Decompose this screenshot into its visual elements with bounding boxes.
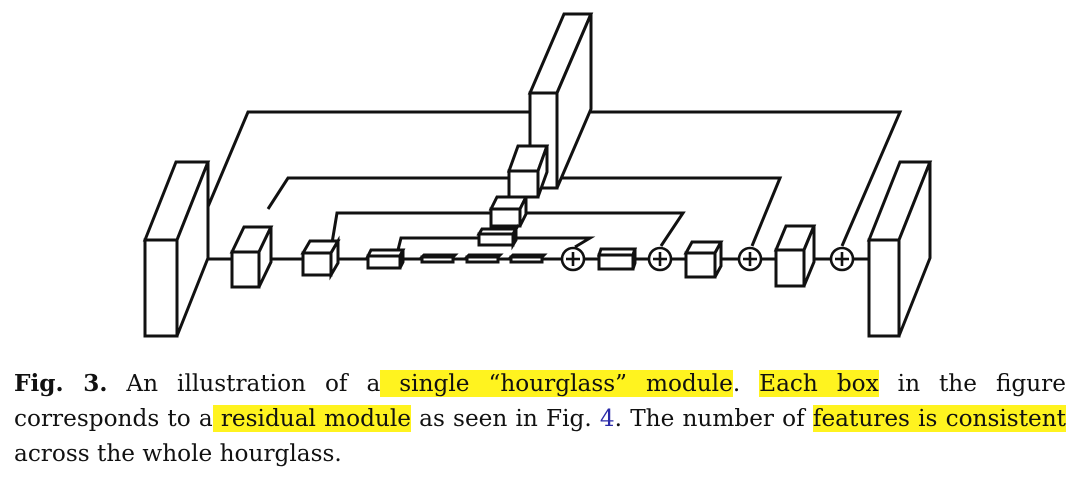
residual-box-right-3 [683, 240, 724, 279]
residual-box-outer-left [142, 160, 211, 338]
residual-box-right-4 [596, 247, 638, 271]
caption-text-2: . [732, 370, 760, 397]
residual-box-center-4 [476, 223, 519, 251]
highlight-features-consistent: features is consistent [812, 405, 1066, 432]
hourglass-module-diagram [142, 12, 933, 338]
residual-box-center-3 [488, 195, 529, 228]
caption-text-6: across the whole hourglass. [14, 440, 342, 467]
residual-box-left-4 [365, 248, 406, 270]
figure-4-reference-link[interactable]: 4 [599, 405, 615, 432]
residual-box-right-2 [773, 224, 817, 288]
residual-box-outer-right [866, 160, 933, 338]
highlight-residual-module: residual module [212, 405, 411, 432]
highlight-single-hourglass-module: single “hourglass” module [380, 370, 733, 397]
add-node-2 [647, 246, 673, 272]
residual-box-center-tall [527, 12, 594, 190]
caption-text-5: . The number of [614, 405, 813, 432]
caption-text-4: as seen in Fig. [411, 405, 600, 432]
residual-box-bottleneck-1 [418, 253, 459, 264]
residual-box-bottleneck-2 [463, 253, 504, 264]
residual-box-left-2 [229, 225, 274, 289]
highlight-each-box: Each box [759, 370, 879, 397]
figure-label: Fig. 3. [14, 370, 108, 397]
residual-box-bottleneck-3 [507, 253, 548, 264]
residual-box-center-2 [506, 144, 550, 199]
caption-text-1: An illustration of a [107, 370, 381, 397]
caption-text-3: in the figure corresponds to a [14, 370, 1066, 432]
add-node-1 [560, 246, 586, 272]
add-node-4 [829, 246, 855, 272]
residual-box-left-3 [300, 235, 341, 281]
figure-caption: Fig. 3. An illustration of a single “hou… [14, 366, 1066, 471]
add-node-3 [737, 246, 763, 272]
